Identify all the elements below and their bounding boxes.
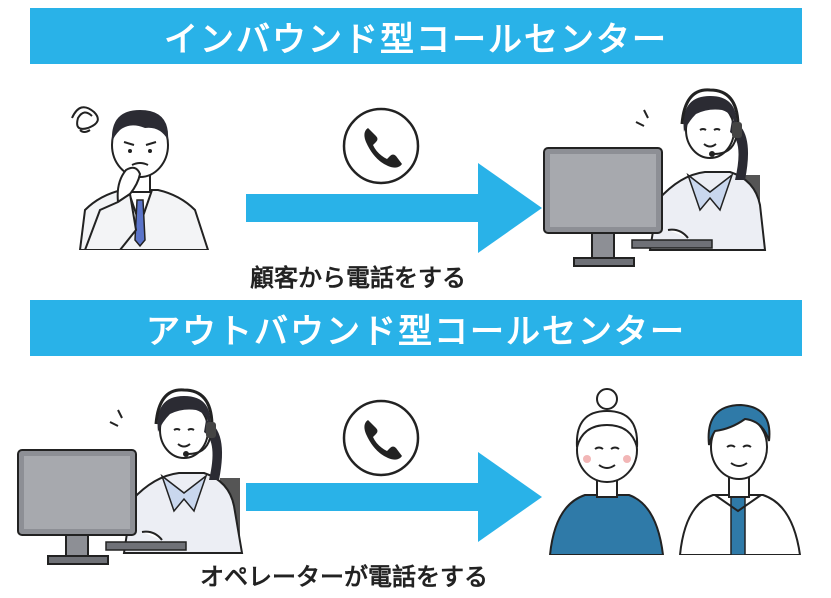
customer-woman bbox=[548, 388, 665, 555]
operator-at-computer-outbound bbox=[17, 388, 244, 565]
outbound-title-banner: アウトバウンド型コールセンター bbox=[30, 300, 802, 356]
outbound-caption: オペレーターが電話をする bbox=[200, 563, 488, 591]
inbound-title-banner: インバウンド型コールセンター bbox=[30, 8, 802, 64]
phone-icon bbox=[342, 107, 420, 185]
arrow-right-icon-outbound bbox=[246, 452, 542, 542]
confused-scribble-icon bbox=[71, 106, 99, 133]
customers-illustration bbox=[548, 388, 802, 555]
outbound-title: アウトバウンド型コールセンター bbox=[146, 311, 686, 352]
computer-monitor bbox=[543, 147, 663, 267]
arrow-right-icon-inbound bbox=[246, 163, 542, 253]
inbound-caption: 顧客から電話をする bbox=[250, 264, 466, 292]
phone-icon bbox=[342, 399, 420, 477]
confused-customer-illustration bbox=[71, 106, 210, 250]
inbound-title: インバウンド型コールセンター bbox=[164, 19, 668, 60]
operator-at-computer-inbound bbox=[543, 88, 767, 267]
customer-man bbox=[678, 403, 802, 555]
